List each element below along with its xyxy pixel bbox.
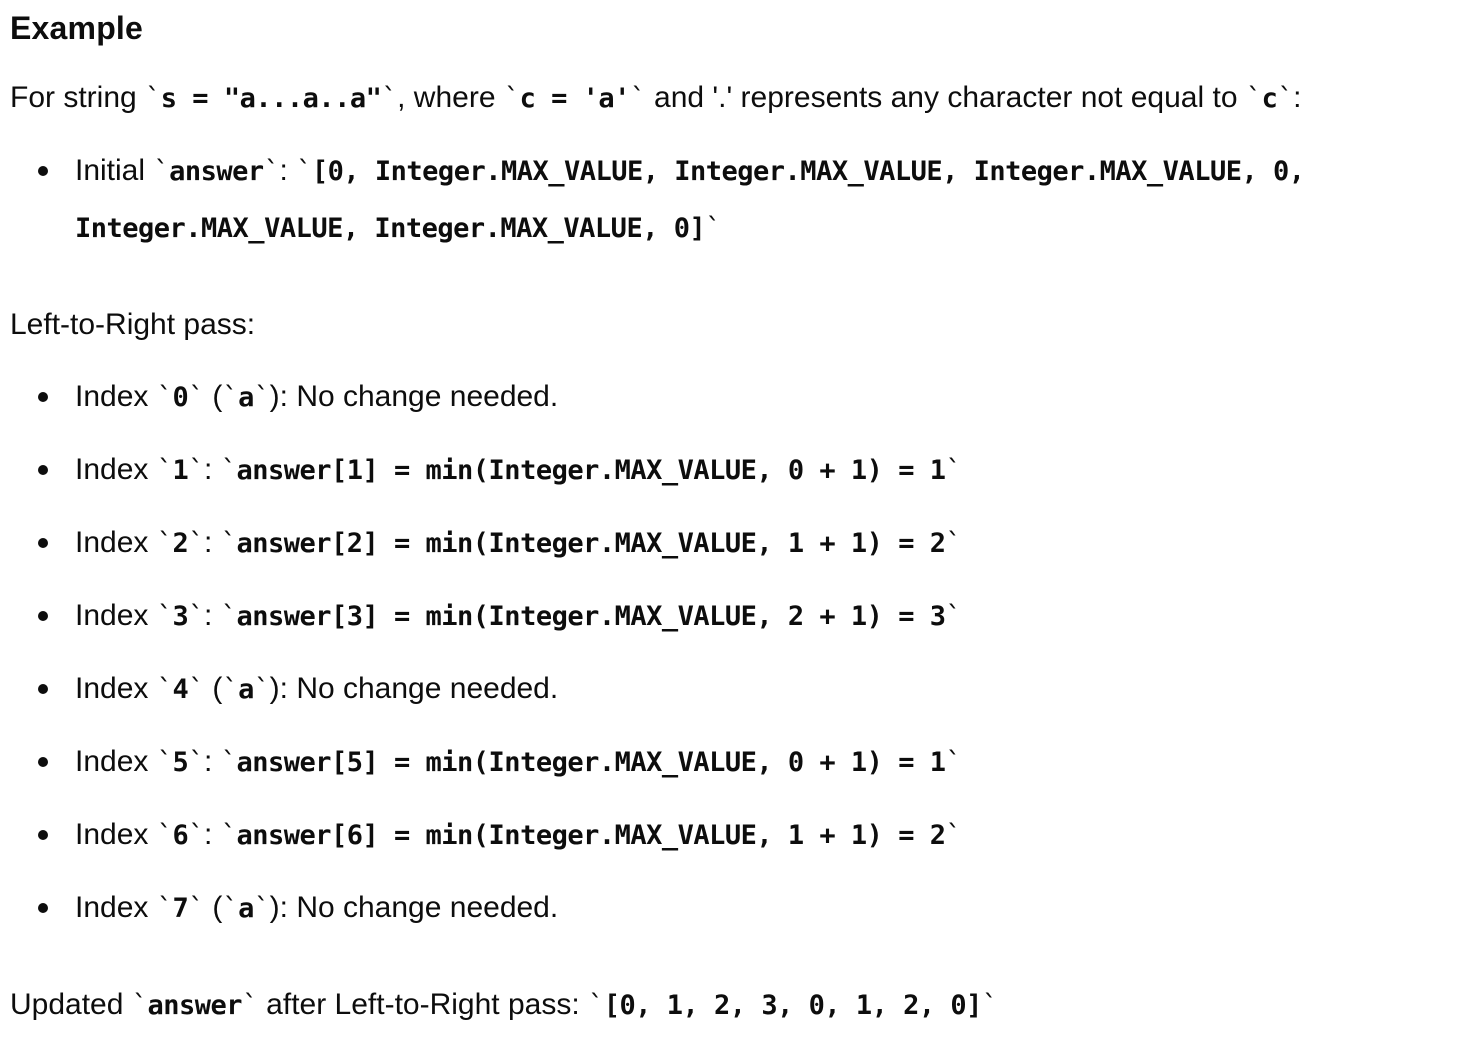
backtick: `	[253, 674, 270, 705]
inline-code: `4`	[156, 674, 205, 705]
updated-answer-line: Updated `answer` after Left-to-Right pas…	[10, 988, 998, 1021]
inline-code: `answer[5] = min(Integer.MAX_VALUE, 0 + …	[220, 747, 962, 778]
backtick: `	[188, 893, 205, 924]
list-item: Initial `answer`: `[0, Integer.MAX_VALUE…	[10, 143, 1436, 257]
backtick: `	[945, 455, 962, 486]
list-item: Index `4` (`a`): No change needed.	[10, 661, 1436, 718]
inline-code: `5`	[156, 747, 205, 778]
list-item: Index `0` (`a`): No change needed.	[10, 369, 1436, 426]
initial-answer-list: Initial `answer`: `[0, Integer.MAX_VALUE…	[10, 143, 1436, 257]
backtick: `	[188, 601, 205, 632]
backtick: `	[296, 156, 312, 187]
inline-code: `[0, 1, 2, 3, 0, 1, 2, 0]`	[588, 990, 998, 1021]
pass-label: Left-to-Right pass:	[10, 308, 256, 341]
backtick: `	[188, 820, 205, 851]
inline-code: `c`	[1245, 83, 1294, 114]
backtick: `	[188, 528, 205, 559]
inline-code: `2`	[156, 528, 205, 559]
backtick: `	[156, 528, 173, 559]
inline-code: `a`	[222, 382, 270, 413]
intro-paragraph: For string `s = "a...a..a"`, where `c = …	[10, 81, 1302, 114]
backtick: `	[705, 213, 721, 244]
inline-code: `answer[2] = min(Integer.MAX_VALUE, 1 + …	[220, 528, 962, 559]
inline-code: `answer[6] = min(Integer.MAX_VALUE, 1 + …	[220, 820, 962, 851]
backtick: `	[945, 528, 962, 559]
backtick: `	[629, 83, 646, 114]
backtick: `	[381, 83, 398, 114]
backtick: `	[188, 747, 205, 778]
inline-code: `0`	[156, 382, 205, 413]
backtick: `	[503, 83, 520, 114]
backtick: `	[220, 455, 237, 486]
backtick: `	[156, 820, 173, 851]
list-item: Index `5`: `answer[5] = min(Integer.MAX_…	[10, 734, 1436, 791]
backtick: `	[156, 601, 173, 632]
backtick: `	[145, 83, 161, 114]
inline-code: `[0, Integer.MAX_VALUE, Integer.MAX_VALU…	[75, 156, 1305, 244]
backtick: `	[1245, 83, 1262, 114]
backtick: `	[156, 747, 173, 778]
backtick: `	[188, 674, 205, 705]
backtick: `	[131, 990, 148, 1021]
inline-code: `c = 'a'`	[503, 83, 646, 114]
document-body: Example For string `s = "a...a..a"`, whe…	[10, 8, 1436, 1034]
backtick: `	[222, 382, 239, 413]
inline-code: `3`	[156, 601, 205, 632]
backtick: `	[153, 156, 170, 187]
inline-code: `6`	[156, 820, 205, 851]
backtick: `	[220, 820, 237, 851]
backtick: `	[222, 674, 239, 705]
list-item: Index `1`: `answer[1] = min(Integer.MAX_…	[10, 442, 1436, 499]
backtick: `	[156, 674, 173, 705]
backtick: `	[156, 382, 173, 413]
example-heading: Example	[10, 10, 144, 46]
backtick: `	[981, 990, 998, 1021]
pass-steps-list: Index `0` (`a`): No change needed. Index …	[10, 369, 1436, 937]
inline-code: `a`	[222, 893, 270, 924]
backtick: `	[945, 601, 962, 632]
backtick: `	[263, 156, 280, 187]
backtick: `	[220, 747, 237, 778]
inline-code: `answer`	[131, 990, 259, 1021]
backtick: `	[588, 990, 604, 1021]
backtick: `	[156, 893, 173, 924]
backtick: `	[253, 893, 270, 924]
backtick: `	[156, 455, 173, 486]
list-item: Index `3`: `answer[3] = min(Integer.MAX_…	[10, 588, 1436, 645]
backtick: `	[220, 601, 237, 632]
backtick: `	[1277, 83, 1294, 114]
backtick: `	[188, 455, 205, 486]
inline-code: `7`	[156, 893, 205, 924]
backtick: `	[220, 528, 237, 559]
inline-code: `s = "a...a..a"`	[145, 83, 398, 114]
list-item: Index `6`: `answer[6] = min(Integer.MAX_…	[10, 807, 1436, 864]
inline-code: `1`	[156, 455, 205, 486]
inline-code: `a`	[222, 674, 270, 705]
list-item: Index `2`: `answer[2] = min(Integer.MAX_…	[10, 515, 1436, 572]
inline-code: `answer[1] = min(Integer.MAX_VALUE, 0 + …	[220, 455, 962, 486]
backtick: `	[253, 382, 270, 413]
backtick: `	[242, 990, 258, 1021]
inline-code: `answer`	[153, 156, 280, 187]
list-item: Index `7` (`a`): No change needed.	[10, 880, 1436, 937]
backtick: `	[188, 382, 205, 413]
backtick: `	[222, 893, 239, 924]
backtick: `	[945, 820, 962, 851]
backtick: `	[945, 747, 962, 778]
inline-code: `answer[3] = min(Integer.MAX_VALUE, 2 + …	[220, 601, 962, 632]
